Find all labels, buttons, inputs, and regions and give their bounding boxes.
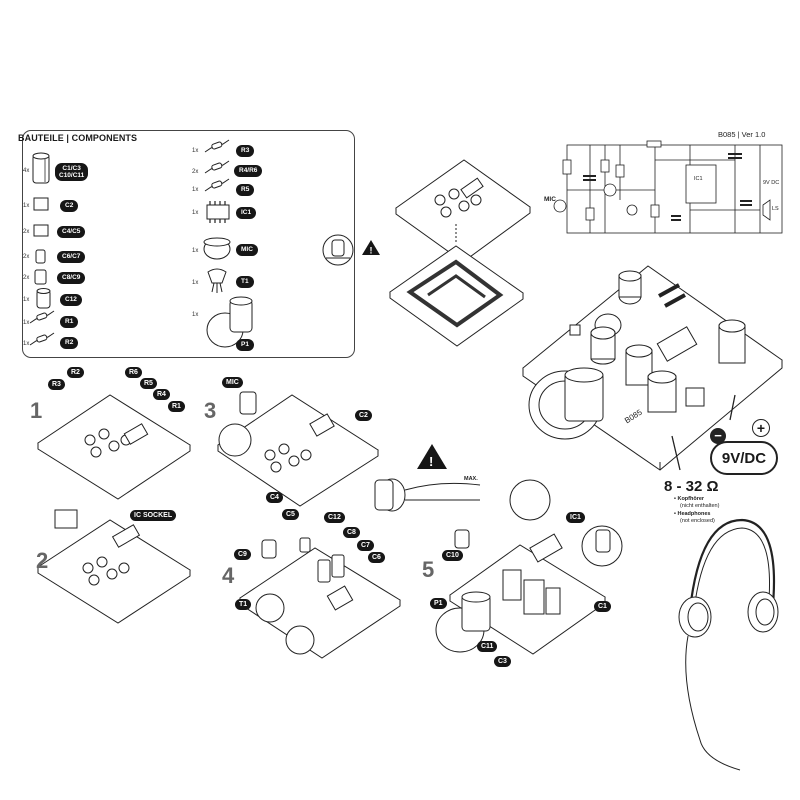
callout-c9: C9 bbox=[234, 549, 251, 560]
qty-c2: 1x bbox=[23, 203, 30, 209]
components-title: BAUTEILE | COMPONENTS bbox=[18, 133, 138, 143]
badge-ic1: IC1 bbox=[236, 207, 257, 219]
badge-c2: C2 bbox=[60, 200, 79, 212]
callout-r3: R3 bbox=[48, 379, 65, 390]
impedance-value: 8 - 32 Ω bbox=[664, 478, 719, 495]
step-1-number: 1 bbox=[30, 398, 43, 423]
schematic-ic bbox=[685, 164, 717, 204]
callout-t1: T1 bbox=[235, 599, 252, 610]
callout-ic1: IC1 bbox=[566, 512, 585, 523]
badge-c6-c7: C6/C7 bbox=[57, 251, 86, 263]
qty-t1: 1x bbox=[192, 280, 199, 286]
volume-warning-icon bbox=[417, 444, 447, 469]
qty-r4: 2x bbox=[192, 169, 199, 175]
qty-c6: 2x bbox=[23, 254, 30, 260]
step-2-number: 2 bbox=[36, 548, 49, 573]
step-3-number: 3 bbox=[204, 398, 217, 423]
schematic-mic-label: MIC bbox=[544, 196, 556, 203]
warning-icon bbox=[362, 240, 380, 255]
callout-c4: C4 bbox=[266, 492, 283, 503]
schematic-version: B085 | Ver 1.0 bbox=[718, 130, 766, 139]
impedance-en-1: • Headphones bbox=[674, 511, 711, 517]
badge-t1: T1 bbox=[236, 276, 254, 288]
small-capacitor-icon bbox=[35, 249, 46, 264]
callout-r6: R6 bbox=[125, 367, 142, 378]
components-panel bbox=[22, 130, 355, 358]
small-capacitor-icon-2 bbox=[34, 269, 47, 285]
callout-c11: C11 bbox=[477, 641, 498, 652]
film-capacitor-icon-2 bbox=[33, 224, 49, 237]
impedance-de-2: (nicht enthalten) bbox=[680, 503, 720, 509]
badge-r4-r6: R4/R6 bbox=[234, 165, 263, 177]
callout-c6: C6 bbox=[368, 552, 385, 563]
transistor-icon bbox=[207, 268, 227, 284]
callout-r5: R5 bbox=[140, 378, 157, 389]
qty-c1: 4x bbox=[23, 168, 30, 174]
callout-c10: C10 bbox=[442, 550, 463, 561]
callout-mic: MIC bbox=[222, 377, 243, 388]
badge-r1: R1 bbox=[60, 316, 79, 328]
badge-p1: P1 bbox=[236, 339, 254, 351]
badge-r5: R5 bbox=[236, 184, 255, 196]
callout-c8: C8 bbox=[343, 527, 360, 538]
callout-r4: R4 bbox=[153, 389, 170, 400]
callout-r2: R2 bbox=[67, 367, 84, 378]
svg-text:!: ! bbox=[370, 246, 373, 256]
mic-warning-component-icon bbox=[331, 239, 345, 257]
badge-r2: R2 bbox=[60, 337, 79, 349]
power-label: 9V/DC bbox=[710, 441, 778, 475]
schematic-ic-label: IC1 bbox=[694, 176, 703, 182]
badge-r3: R3 bbox=[236, 145, 255, 157]
schematic-supply-label: 9V DC bbox=[763, 180, 780, 186]
power-plus-icon: + bbox=[752, 419, 770, 437]
ic-chip-icon bbox=[206, 204, 230, 220]
callout-c3: C3 bbox=[494, 656, 511, 667]
callout-c2: C2 bbox=[355, 410, 372, 421]
volume-max-label: MAX. bbox=[464, 476, 478, 482]
svg-text:!: ! bbox=[429, 454, 433, 469]
callout-c5: C5 bbox=[282, 509, 299, 520]
callout-c7: C7 bbox=[357, 540, 374, 551]
qty-r5: 1x bbox=[192, 187, 199, 193]
qty-p1: 1x bbox=[192, 312, 199, 318]
film-capacitor-icon bbox=[33, 197, 49, 211]
callout-ic-sockel: IC SOCKEL bbox=[130, 510, 177, 521]
qty-mic: 1x bbox=[192, 248, 199, 254]
power-minus-icon: − bbox=[710, 428, 726, 444]
qty-c4: 2x bbox=[23, 229, 30, 235]
schematic-speaker-label: LS bbox=[772, 206, 779, 212]
badge-c8-c9: C8/C9 bbox=[57, 272, 86, 284]
callout-c12: C12 bbox=[324, 512, 345, 523]
impedance-de-1: • Kopfhörer bbox=[674, 496, 705, 502]
callout-p1: P1 bbox=[430, 598, 447, 609]
qty-ic1: 1x bbox=[192, 210, 199, 216]
badge-c4-c5: C4/C5 bbox=[57, 226, 86, 238]
badge-c12: C12 bbox=[60, 294, 82, 306]
callout-c1: C1 bbox=[594, 601, 611, 612]
callout-r1: R1 bbox=[168, 401, 185, 412]
qty-r2: 1x bbox=[23, 341, 30, 347]
badge-mic: MIC bbox=[236, 244, 258, 256]
step-5-number: 5 bbox=[422, 557, 435, 582]
qty-r3: 1x bbox=[192, 148, 199, 154]
impedance-en-2: (not enclosed) bbox=[680, 518, 715, 524]
qty-r1: 1x bbox=[23, 320, 30, 326]
qty-c8: 2x bbox=[23, 275, 30, 281]
qty-c12: 1x bbox=[23, 297, 30, 303]
step-4-number: 4 bbox=[222, 563, 235, 588]
